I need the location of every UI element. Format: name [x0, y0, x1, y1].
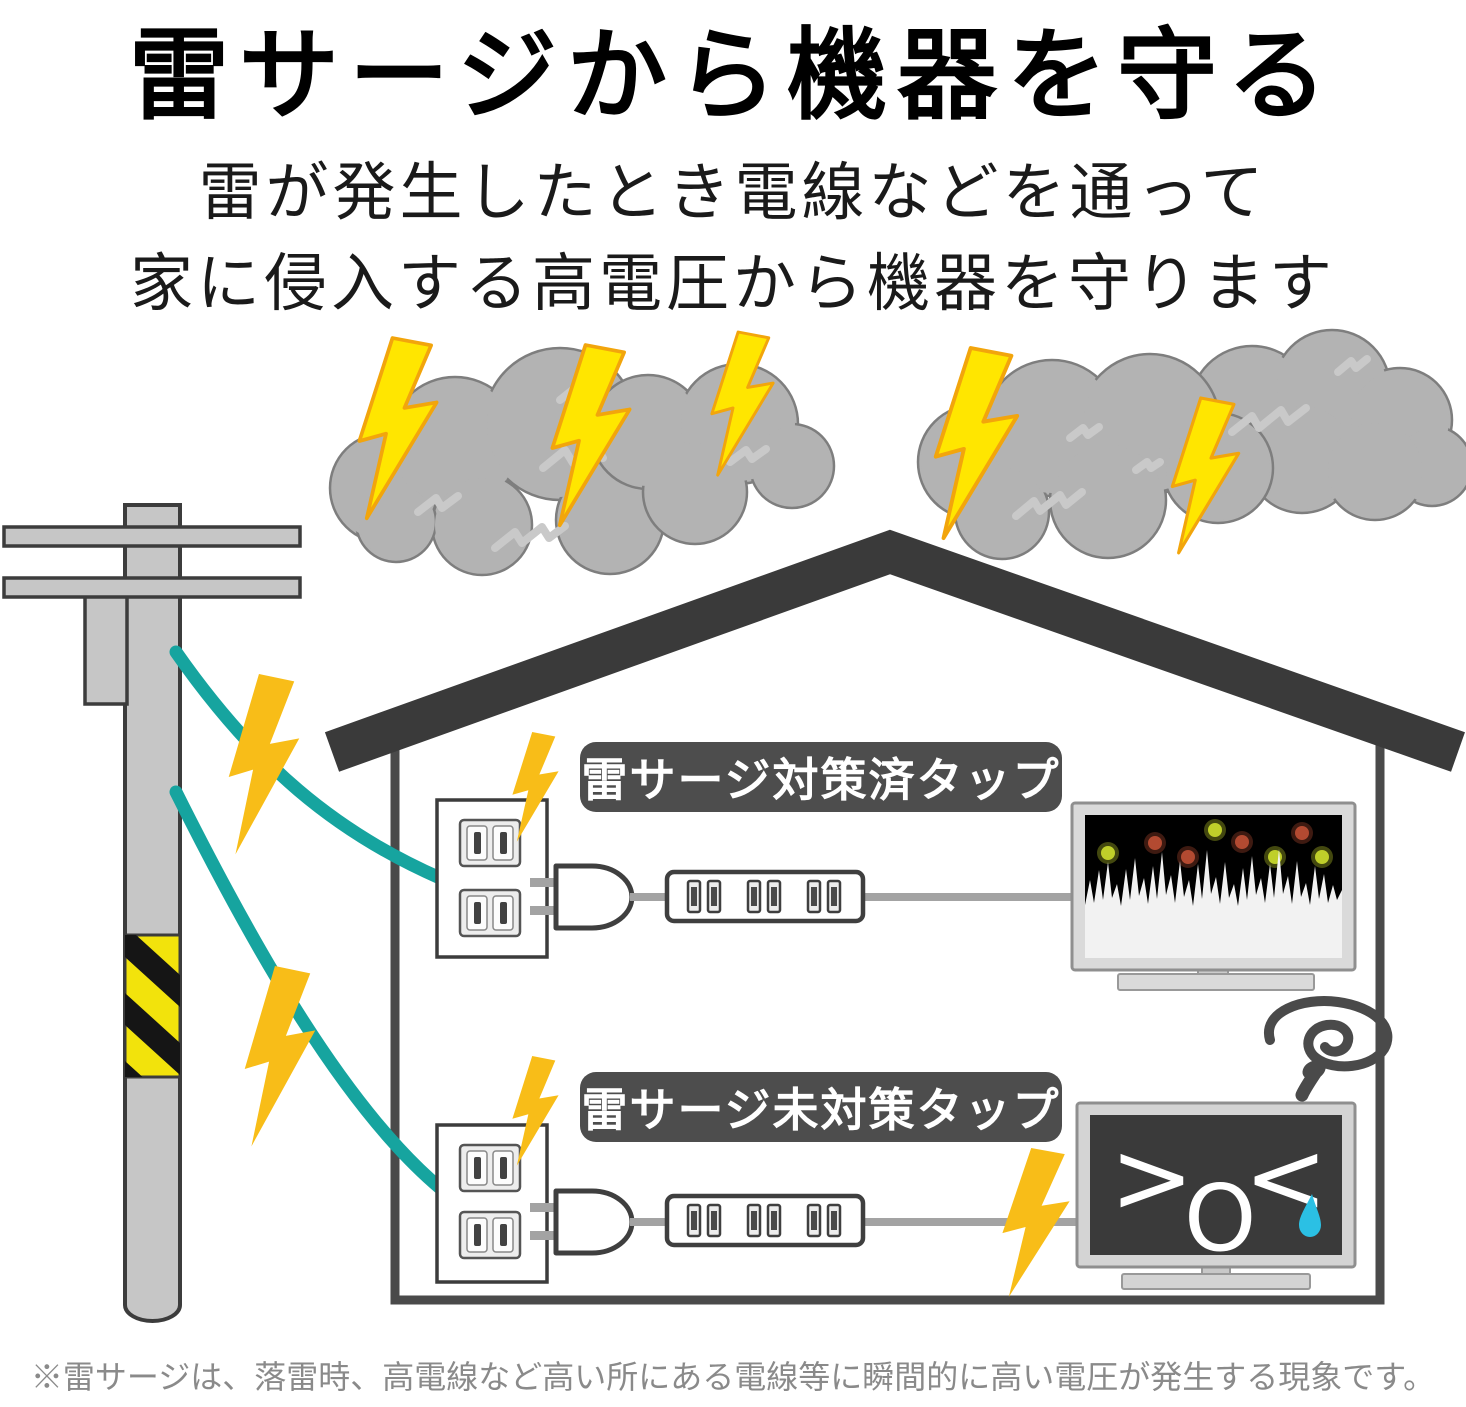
lightning-bolt-icon	[228, 674, 300, 855]
house-roof	[324, 529, 1465, 772]
cloud-crack-marks	[1012, 355, 1371, 520]
power-line-bottom	[169, 785, 447, 1195]
subtitle-line-2: 家に侵入する高電圧から機器を守ります	[130, 248, 1336, 319]
page-subtitle: 雷が発生したとき電線などを通って 家に侵入する高電圧から機器を守ります	[0, 148, 1466, 329]
pole-crossarm	[2, 525, 302, 548]
protected-room	[435, 798, 1357, 991]
protected-tap-label: 雷サージ対策済タップ	[580, 742, 1062, 812]
page-title: 雷サージから機器を守る	[129, 21, 1337, 132]
power-line-top	[169, 645, 447, 885]
tv-protected	[1070, 801, 1357, 991]
power-strip-icon	[664, 869, 866, 924]
wall-outlet-bottom	[435, 1123, 549, 1284]
outlet-receptacle	[458, 888, 522, 938]
stage-lights	[1097, 819, 1333, 868]
dizzy-swirl-icon	[1264, 996, 1393, 1102]
sad-face-mouth: O	[1184, 1165, 1256, 1272]
sad-face-left-eye: >	[1110, 1119, 1194, 1236]
outlet-receptacle	[458, 1210, 522, 1260]
power-strip-icon	[664, 1193, 866, 1248]
sad-face: > O <	[1110, 1119, 1328, 1272]
tear-icon	[1299, 1194, 1321, 1237]
plug-icon	[530, 1188, 635, 1256]
plug-icon	[530, 863, 635, 931]
tv-screen-concert	[1085, 819, 1342, 958]
pole-crossarm	[2, 576, 302, 599]
pole-transformer	[83, 594, 129, 706]
outlet-receptacle	[458, 818, 522, 868]
footnote: ※雷サージは、落雷時、高電線など高い所にある電線等に瞬間的に高い電圧が発生する現…	[30, 1359, 1436, 1395]
pole-warning-band	[123, 933, 182, 1079]
unprotected-room: > O <	[435, 996, 1393, 1290]
lightning-bolt-icon	[244, 966, 316, 1147]
outlet-receptacle	[458, 1143, 522, 1193]
pole-shaft	[123, 503, 182, 1323]
subtitle-line-1: 雷が発生したとき電線などを通って	[198, 158, 1268, 228]
tv-damaged: > O <	[1075, 1101, 1357, 1290]
crowd-silhouette	[1085, 849, 1342, 958]
unprotected-tap-label: 雷サージ未対策タップ	[580, 1072, 1062, 1142]
utility-pole-icon	[2, 503, 302, 1323]
